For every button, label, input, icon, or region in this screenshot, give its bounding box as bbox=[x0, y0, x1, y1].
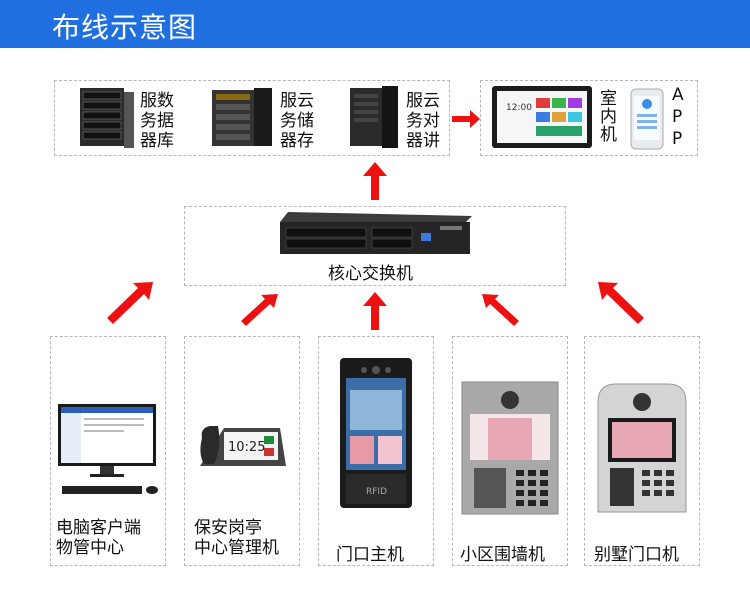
server-label-database: 服数务据器库 bbox=[140, 91, 174, 151]
device-box-door-station bbox=[318, 336, 434, 566]
svg-text:RFID: RFID bbox=[366, 487, 387, 497]
device-box-villa-door bbox=[584, 336, 700, 566]
arrow-right-icon bbox=[452, 110, 480, 128]
arrow-diagonal-icon bbox=[107, 282, 153, 324]
device-label-wall-unit: 小区围墙机 bbox=[460, 545, 545, 565]
arrow-diagonal-icon bbox=[482, 294, 519, 326]
svg-text:10:25: 10:25 bbox=[228, 440, 265, 455]
arrow-up-icon bbox=[363, 292, 387, 330]
database-server-icon bbox=[80, 88, 134, 148]
network-switch-icon bbox=[280, 212, 472, 254]
device-label-guard-station: 保安岗亭中心管理机 bbox=[194, 518, 279, 558]
switch-group-box bbox=[184, 206, 566, 286]
wall-unit-icon bbox=[461, 381, 559, 515]
device-label-pc-client: 电脑客户端物管中心 bbox=[56, 518, 141, 558]
page-title: 布线示意图 bbox=[52, 11, 198, 44]
cloud-storage-server-icon bbox=[212, 88, 272, 146]
guard-station-phone-icon: 10:25 bbox=[200, 426, 286, 466]
device-box-pc-client bbox=[50, 336, 166, 566]
switch-label: 核心交换机 bbox=[328, 264, 413, 284]
indoor-group-box bbox=[480, 80, 698, 156]
server-label-cloud-intercom: 服云务对器讲 bbox=[406, 91, 440, 151]
device-label-door-station: 门口主机 bbox=[336, 545, 404, 565]
device-box-guard-station bbox=[184, 336, 300, 566]
indoor-label: 室内机 bbox=[600, 89, 617, 145]
indoor-monitor-icon: 12:00 bbox=[492, 86, 592, 148]
cloud-intercom-server-icon bbox=[350, 86, 398, 148]
desktop-computer-icon bbox=[58, 404, 158, 494]
smartphone-icon bbox=[630, 88, 664, 150]
arrow-diagonal-icon bbox=[598, 282, 644, 324]
title-banner: 布线示意图 bbox=[0, 0, 750, 48]
server-group-box bbox=[54, 80, 450, 156]
device-box-wall-unit bbox=[452, 336, 568, 566]
svg-text:12:00: 12:00 bbox=[506, 103, 532, 113]
door-station-icon: RFID bbox=[340, 358, 412, 508]
arrow-diagonal-icon bbox=[241, 294, 278, 326]
device-label-villa-door: 别墅门口机 bbox=[594, 545, 679, 565]
server-label-cloud-storage: 服云务储器存 bbox=[280, 91, 314, 151]
arrow-up-icon bbox=[363, 162, 387, 200]
villa-door-station-icon bbox=[597, 383, 687, 513]
